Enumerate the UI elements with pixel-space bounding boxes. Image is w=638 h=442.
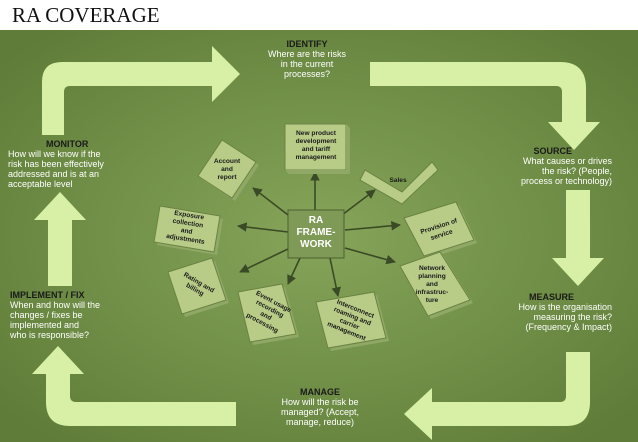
cycle-arrow-manage-to-implement <box>32 346 236 426</box>
area-network-line: planning <box>418 273 445 280</box>
area-account-line: and <box>221 166 233 173</box>
spoke-event <box>287 257 301 285</box>
stage-monitor-line: risk has been effectively <box>8 159 104 169</box>
stage-identify-title: IDENTIFY <box>286 39 327 49</box>
area-rating: Rating and billing <box>167 257 229 317</box>
area-event-line: and <box>259 310 273 322</box>
stage-implement-line: implemented and <box>10 320 79 330</box>
area-network: Network planning and infrastruc- ture <box>399 251 473 319</box>
center-line: WORK <box>300 239 332 250</box>
stage-measure-line: measuring the risk? <box>533 312 612 322</box>
stage-monitor: MONITOR How will we know if the risk has… <box>8 139 104 189</box>
stage-measure-title: MEASURE <box>529 292 574 302</box>
cycle-arrow-identify-to-source <box>370 62 600 150</box>
stage-implement-title: IMPLEMENT / FIX <box>10 290 85 300</box>
spoke-account <box>252 187 293 219</box>
stage-source-line: process or technology) <box>521 176 612 186</box>
area-exposure-line: and <box>180 227 193 236</box>
stage-manage-line: How will the risk be <box>281 397 358 407</box>
cycle-arrows <box>32 46 604 440</box>
stage-monitor-title: MONITOR <box>46 139 89 149</box>
area-exposure-line: collection <box>172 218 203 230</box>
area-new-product-line: and tariff <box>302 146 331 153</box>
spoke-interconnect <box>329 257 341 297</box>
stage-monitor-line: addressed and is at an <box>8 169 99 179</box>
stage-identify-line: processes? <box>284 69 330 79</box>
stage-manage: MANAGE How will the risk be managed? (Ac… <box>281 387 359 427</box>
area-network-line: and <box>426 281 438 288</box>
area-sales-line: Sales <box>389 177 407 184</box>
stage-source-title: SOURCE <box>533 146 572 156</box>
stage-implement-line: who is responsible? <box>9 330 89 340</box>
stage-source-line: What causes or drives <box>523 156 613 166</box>
area-account: Account and report <box>197 139 259 201</box>
cycle-arrow-source-to-measure <box>552 190 604 286</box>
area-new-product-line: management <box>296 154 337 161</box>
area-network-line: ture <box>426 297 439 304</box>
cycle-arrow-monitor-to-identify <box>42 46 240 135</box>
stage-identify-line: Where are the risks <box>268 49 347 59</box>
stage-manage-title: MANAGE <box>300 387 340 397</box>
cycle-arrow-measure-to-manage <box>404 352 590 440</box>
area-provision: Provision of service <box>403 201 477 259</box>
stage-identify-line: in the current <box>281 59 334 69</box>
area-sales: Sales <box>359 161 439 205</box>
spoke-exposure <box>237 222 289 233</box>
area-account-line: Account <box>214 158 241 165</box>
stage-manage-line: managed? (Accept, <box>281 407 359 417</box>
stage-manage-line: manage, reduce) <box>286 417 354 427</box>
area-interconnect: Interconnect roaming and carrier managem… <box>315 291 389 351</box>
stage-implement-line: When and how will the <box>10 300 100 310</box>
spokes <box>237 171 401 297</box>
stage-source-line: the risk? (People, <box>542 166 612 176</box>
stage-measure-line: (Frequency & Impact) <box>525 322 612 332</box>
area-account-line: report <box>217 174 237 181</box>
spoke-rating <box>239 247 291 273</box>
area-network-line: Network <box>419 265 445 272</box>
stage-implement: IMPLEMENT / FIX When and how will the ch… <box>9 290 100 340</box>
ra-coverage-diagram: IDENTIFY Where are the risks in the curr… <box>0 30 638 442</box>
stage-measure-line: How is the organisation <box>518 302 612 312</box>
area-exposure-line: Exposure <box>174 210 205 222</box>
cycle-arrow-implement-to-monitor <box>34 192 86 286</box>
area-new-product-line: New product <box>296 130 337 137</box>
area-new-product: New product development and tariff manag… <box>284 123 350 174</box>
page-title: RA COVERAGE <box>12 3 160 27</box>
area-exposure: Exposure collection and adjustments <box>153 205 223 255</box>
center-line: RA <box>309 215 323 226</box>
stage-source: SOURCE What causes or drives the risk? (… <box>521 146 613 186</box>
stage-measure: MEASURE How is the organisation measurin… <box>518 292 612 332</box>
stage-identify: IDENTIFY Where are the risks in the curr… <box>268 39 347 79</box>
center-line: FRAME- <box>297 227 336 238</box>
stage-monitor-line: acceptable level <box>8 179 73 189</box>
center-box: RA FRAME- WORK <box>287 209 345 259</box>
area-new-product-line: development <box>296 138 337 145</box>
spoke-provision <box>344 221 401 231</box>
area-event: Event usage recording and processing <box>237 283 299 345</box>
stage-monitor-line: How will we know if the <box>8 149 101 159</box>
area-network-line: infrastruc- <box>416 289 449 296</box>
stage-implement-line: changes / fixes be <box>10 310 83 320</box>
center-box-face <box>287 209 345 259</box>
spoke-network <box>344 247 396 265</box>
